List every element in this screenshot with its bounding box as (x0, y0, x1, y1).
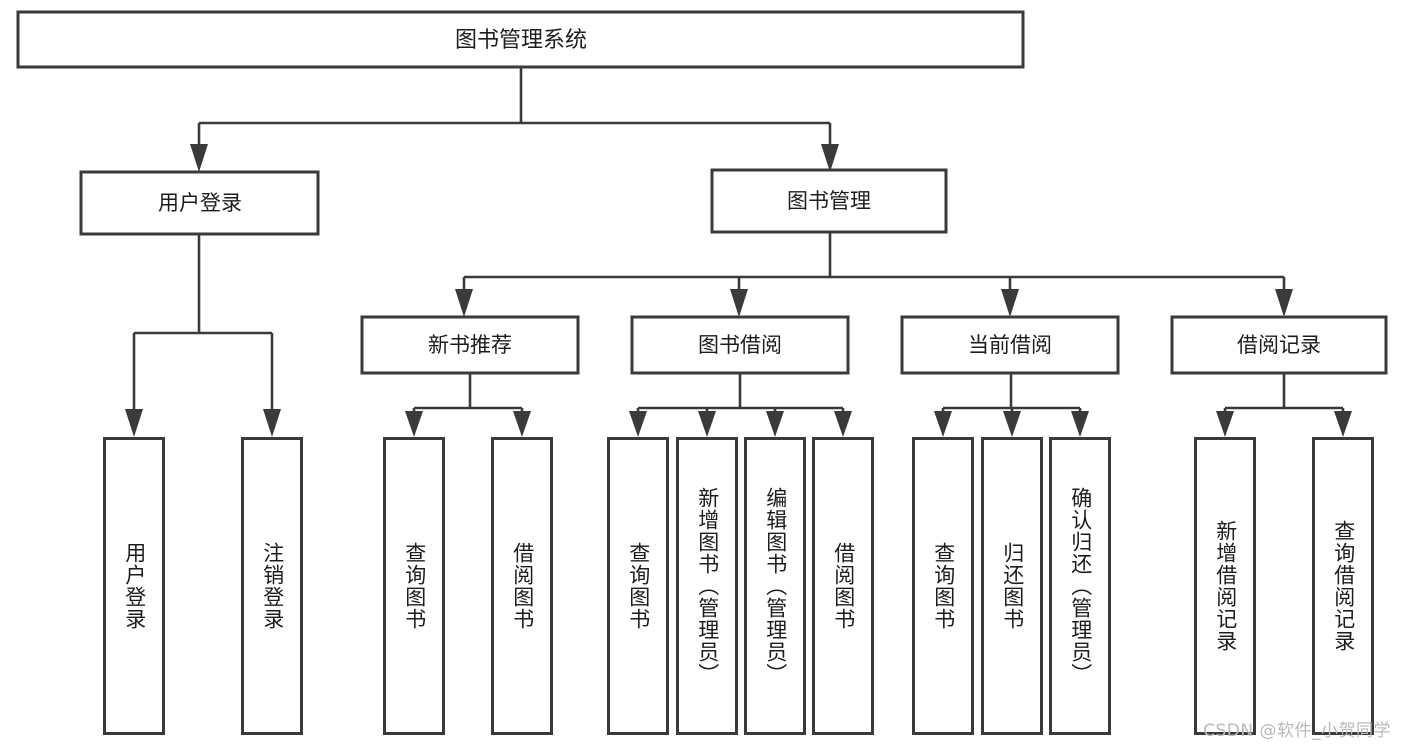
leaf-node-br-add-record[interactable]: 新增借阅记录 (1194, 437, 1256, 735)
leaf-label: 用户登录 (122, 542, 147, 630)
node-root-label: 图书管理系统 (455, 28, 587, 53)
node-current-borrow-box[interactable] (900, 315, 1120, 375)
node-book-manage-label: 图书管理 (787, 189, 871, 213)
leaf-node-br-query-record[interactable]: 查询借阅记录 (1312, 437, 1374, 735)
leaf-node-bb-borrow-book[interactable]: 借阅图书 (812, 437, 874, 735)
arrow-head-bb-leaf3 (766, 411, 784, 437)
node-user-login[interactable]: 用户登录 (79, 170, 320, 236)
leaf-node-bb-edit-book[interactable]: 编辑图书（管理员） (744, 437, 806, 735)
leaf-label: 归还图书 (1000, 542, 1025, 630)
leaf-label: 借阅图书 (510, 542, 535, 630)
arrow-head-book-borrow (730, 289, 748, 317)
leaf-label: 借阅图书 (831, 542, 856, 630)
node-current-borrow-label: 当前借阅 (968, 333, 1052, 357)
node-book-manage-box[interactable] (710, 168, 948, 234)
arrow-head-new-book (455, 289, 473, 317)
leaf-node-bb-add-book[interactable]: 新增图书（管理员） (676, 437, 738, 735)
leaf-node-nb-query-book[interactable]: 查询图书 (383, 437, 445, 735)
node-user-login-box[interactable] (79, 170, 320, 236)
node-borrow-record[interactable]: 借阅记录 (1170, 315, 1388, 375)
node-book-borrow-label: 图书借阅 (698, 333, 782, 357)
node-book-borrow-box[interactable] (630, 315, 850, 375)
node-root-box[interactable] (16, 10, 1025, 69)
arrow-head-bb-leaf4 (834, 411, 852, 437)
arrow-head-bb-leaf2 (698, 411, 716, 437)
arrow-head-br-leaf2 (1334, 411, 1352, 437)
arrow-head-bb-leaf1 (629, 411, 647, 437)
node-book-borrow[interactable]: 图书借阅 (630, 315, 850, 375)
node-root[interactable]: 图书管理系统 (16, 10, 1025, 69)
leaf-label: 查询图书 (626, 542, 651, 630)
leaf-node-logout[interactable]: 注销登录 (241, 437, 303, 735)
arrow-head-user-login (190, 144, 208, 172)
leaf-node-cb-query-book[interactable]: 查询图书 (912, 437, 974, 735)
arrow-head-cb-leaf3 (1071, 411, 1089, 437)
arrow-head-cb-leaf2 (1003, 411, 1021, 437)
arrow-head-nb-leaf1 (405, 411, 423, 437)
arrow-head-nb-leaf2 (513, 411, 531, 437)
leaf-node-bb-query-book[interactable]: 查询图书 (607, 437, 669, 735)
arrow-head-leaf-user-login (125, 409, 143, 437)
arrow-head-cb-leaf1 (934, 411, 952, 437)
leaf-label: 新增图书（管理员） (695, 487, 720, 685)
node-borrow-record-label: 借阅记录 (1237, 333, 1321, 357)
leaf-label: 确认归还（管理员） (1068, 487, 1093, 685)
leaf-label: 查询图书 (931, 542, 956, 630)
arrow-head-br-leaf1 (1216, 411, 1234, 437)
arrow-head-leaf-logout (263, 409, 281, 437)
node-user-login-label: 用户登录 (158, 191, 242, 215)
node-current-borrow[interactable]: 当前借阅 (900, 315, 1120, 375)
node-borrow-record-box[interactable] (1170, 315, 1388, 375)
node-book-manage[interactable]: 图书管理 (710, 168, 948, 234)
node-layer: 图书管理系统 用户登录 图书管理 新书推荐 图书借阅 (16, 10, 1388, 375)
arrow-head-book-manage (821, 144, 839, 172)
leaf-label: 新增借阅记录 (1213, 520, 1238, 652)
leaf-node-cb-confirm-return[interactable]: 确认归还（管理员） (1049, 437, 1111, 735)
arrow-head-borrow-record (1275, 289, 1293, 317)
leaf-node-user-login[interactable]: 用户登录 (103, 437, 165, 735)
connector-layer (125, 67, 1352, 437)
leaf-label: 查询借阅记录 (1331, 520, 1356, 652)
leaf-label: 查询图书 (402, 542, 427, 630)
node-new-book-recommend-box[interactable] (360, 315, 580, 375)
leaf-node-nb-borrow-book[interactable]: 借阅图书 (491, 437, 553, 735)
node-new-book-recommend-label: 新书推荐 (428, 333, 512, 357)
leaf-label: 编辑图书（管理员） (763, 487, 788, 685)
arrow-head-current-borrow (1001, 289, 1019, 317)
node-new-book-recommend[interactable]: 新书推荐 (360, 315, 580, 375)
leaf-label: 注销登录 (260, 542, 285, 630)
leaf-node-cb-return-book[interactable]: 归还图书 (981, 437, 1043, 735)
